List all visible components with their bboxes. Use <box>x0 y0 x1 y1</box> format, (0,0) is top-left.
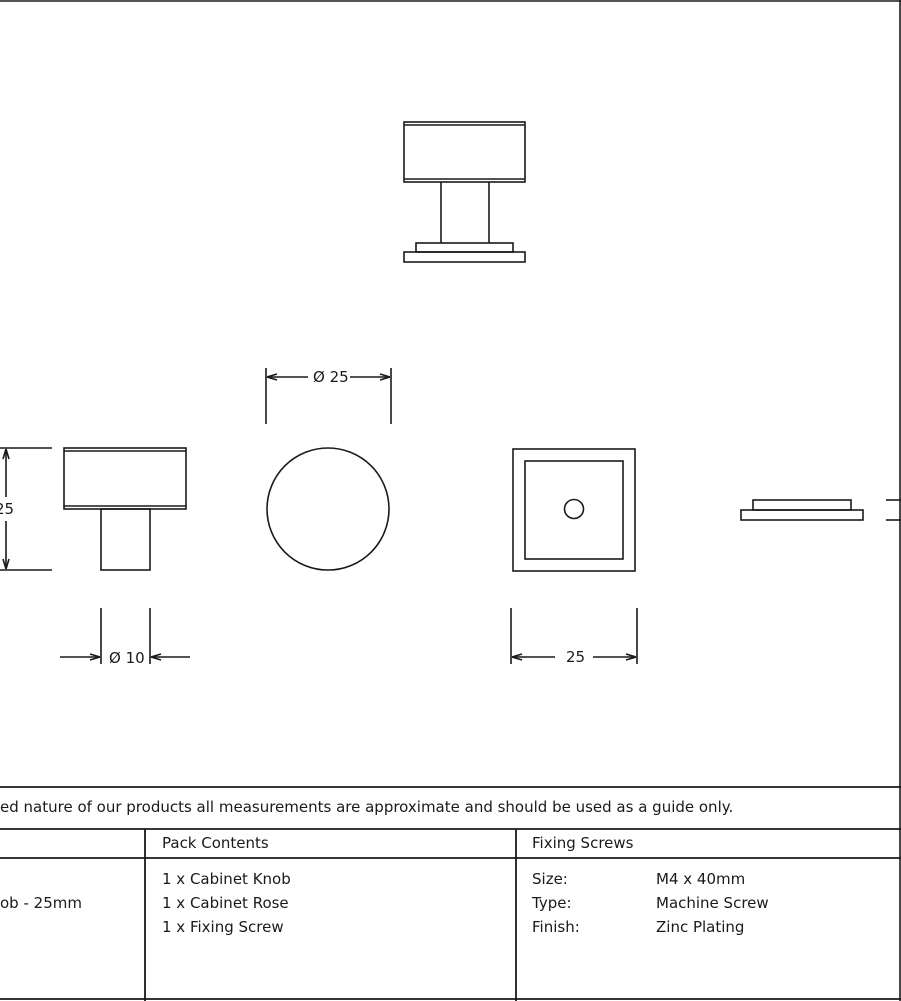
rose-width-dimension <box>510 608 638 664</box>
stem-diameter-dimension <box>60 608 190 664</box>
screw-finish-label: Finish: <box>532 918 580 936</box>
height-label: 25 <box>0 500 15 518</box>
screw-size-label: Size: <box>532 870 568 888</box>
screw-type-label: Type: <box>532 894 572 912</box>
product-name-cell: ob - 25mm <box>0 894 82 912</box>
screw-size-value: M4 x 40mm <box>656 870 746 888</box>
rose-side-view <box>740 499 864 521</box>
rose-width-label: 25 <box>565 648 587 666</box>
screw-finish-value: Zinc Plating <box>656 918 745 936</box>
height-dimension <box>0 447 52 571</box>
head-diameter-label: Ø 25 <box>312 368 350 386</box>
screw-type-value: Machine Screw <box>656 894 769 912</box>
rose-thickness-dimension <box>886 499 901 521</box>
knob-front-circle-view <box>266 447 390 571</box>
pack-contents-header: Pack Contents <box>162 834 269 852</box>
knob-top-elevation-view <box>403 121 526 263</box>
pack-item: 1 x Fixing Screw <box>162 918 284 936</box>
fixing-screws-header: Fixing Screws <box>532 834 634 852</box>
stem-diameter-label: Ø 10 <box>109 649 145 667</box>
knob-side-view <box>63 447 187 571</box>
info-table <box>0 786 901 1001</box>
rose-front-view <box>512 448 636 572</box>
pack-item: 1 x Cabinet Knob <box>162 870 291 888</box>
pack-item: 1 x Cabinet Rose <box>162 894 289 912</box>
head-diameter-dimension <box>265 368 392 424</box>
disclaimer-note: ed nature of our products all measuremen… <box>0 798 734 816</box>
